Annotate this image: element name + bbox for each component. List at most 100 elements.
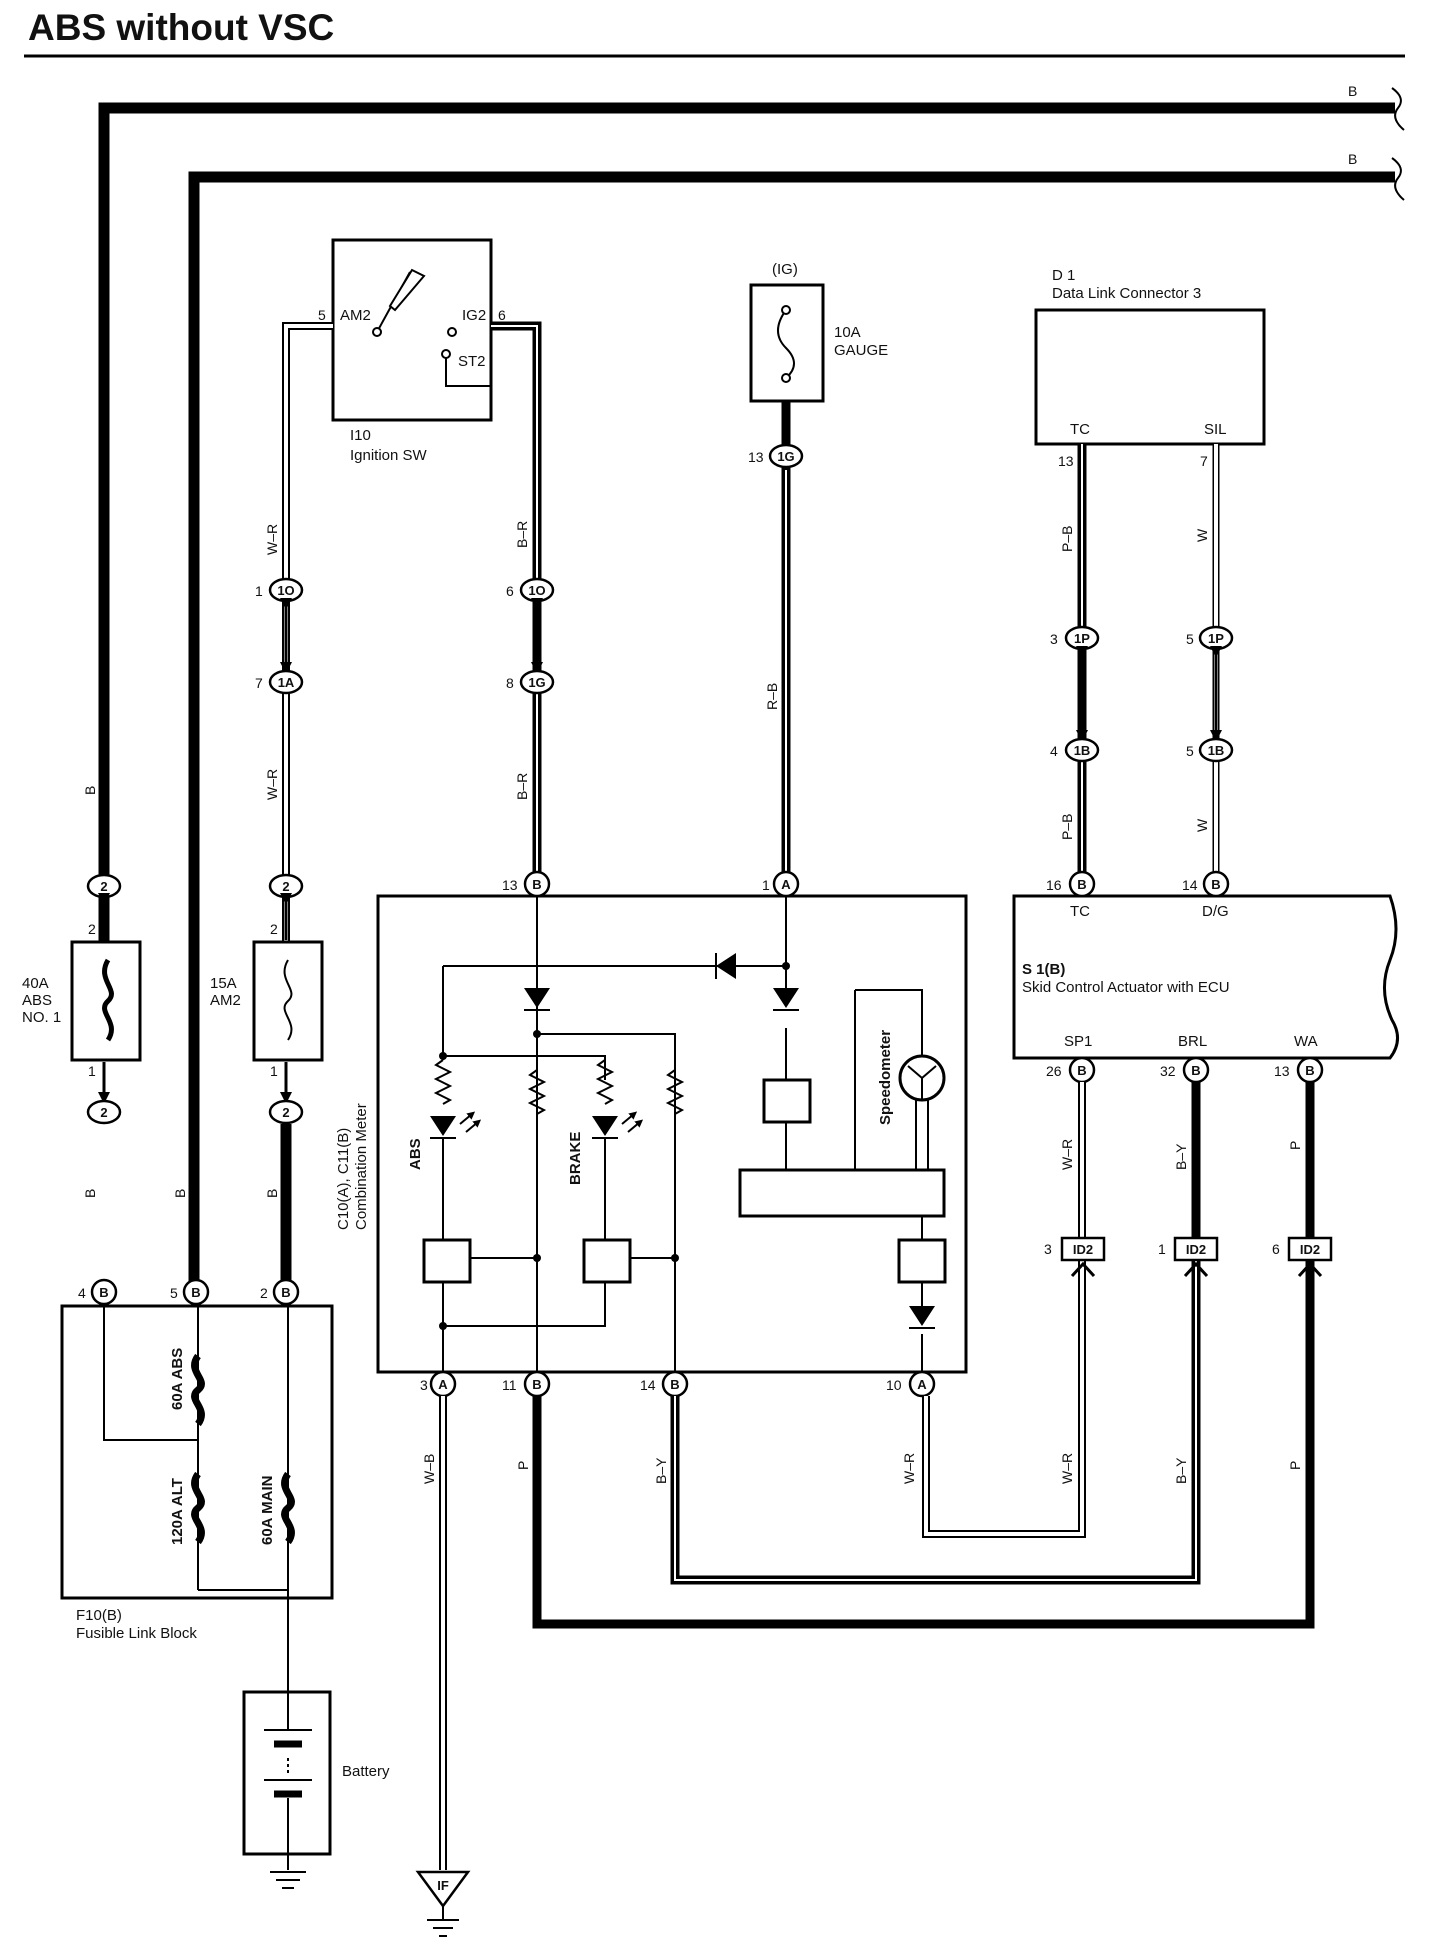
svg-text:ID2: ID2 (1073, 1242, 1093, 1257)
wire-label-b-r-1: B–R (514, 521, 530, 548)
pin-1o-br: 6 (506, 583, 514, 599)
bus-wire-1 (98, 87, 1405, 1030)
svg-text:A: A (438, 1377, 448, 1392)
id2-pin-3: 3 (1044, 1241, 1052, 1257)
ignition-pin-ig2: 6 (498, 307, 506, 323)
actuator-pin-13: 13 (1274, 1063, 1290, 1079)
ignition-st2-label: ST2 (458, 353, 486, 370)
svg-text:2: 2 (100, 879, 107, 894)
connector-1p-w: 1P (1198, 625, 1234, 651)
actuator-pin-32: 32 (1160, 1063, 1176, 1079)
actuator-tc-label: TC (1070, 903, 1090, 920)
svg-text:ID2: ID2 (1300, 1242, 1320, 1257)
wire-label-p-wa-bottom: P (1287, 1461, 1303, 1470)
svg-text:1A: 1A (278, 675, 295, 690)
pin-1p-w: 5 (1186, 631, 1194, 647)
id2-pin-1: 1 (1158, 1241, 1166, 1257)
am2-fuse-pin-bottom: 1 (270, 1063, 278, 1079)
meter-id: C10(A), C11(B) (335, 1128, 352, 1230)
actuator-connector-32: B (1182, 1056, 1210, 1084)
ground-point-if: IF (415, 1870, 471, 1909)
resistor-icon (433, 1059, 453, 1105)
connector-id2-sp1: ID2 (1060, 1236, 1106, 1278)
pin-1g-br: 8 (506, 675, 514, 691)
pin-1g-rb: 13 (748, 449, 764, 465)
actuator-connector-13: B (1296, 1056, 1324, 1084)
wire-label-b-y-brl-bottom: B–Y (1173, 1457, 1189, 1484)
svg-text:B: B (191, 1285, 200, 1300)
meter-pin-13: 13 (502, 877, 518, 893)
connector-1g-br: 1G (519, 669, 555, 695)
wire-label-p-b-1: P–B (1059, 526, 1075, 552)
wire-w-r-am2 (282, 322, 333, 1020)
meter-name: Combination Meter (353, 1103, 370, 1230)
meter-regulator-block (762, 1078, 812, 1124)
flb-pin-5: 5 (170, 1285, 178, 1301)
svg-text:B: B (1211, 877, 1220, 892)
meter-connector-3: A (429, 1370, 457, 1398)
svg-text:B: B (1077, 877, 1086, 892)
meter-pin-1: 1 (762, 877, 770, 893)
page-title: ABS without VSC (28, 7, 334, 48)
meter-pin-14: 14 (640, 1377, 656, 1393)
pin-1a-wr: 7 (255, 675, 263, 691)
wire-label-w-r-2: W–R (264, 769, 280, 800)
connector-2-am2-top: 2 (268, 873, 304, 899)
gauge-fuse-element (777, 309, 795, 379)
gauge-fuse-supply: (IG) (772, 261, 798, 278)
meter-abs-label: ABS (407, 1138, 424, 1170)
svg-text:1O: 1O (528, 583, 545, 598)
actuator-pin-26: 26 (1046, 1063, 1062, 1079)
actuator-sp1-label: SP1 (1064, 1033, 1092, 1050)
wire-b-r-ig2 (491, 321, 542, 880)
flb-fuse3-label: 60A MAIN (259, 1476, 276, 1545)
am2-fuse-pin-top: 2 (270, 921, 278, 937)
svg-text:B: B (532, 1377, 541, 1392)
dlc-box (1034, 308, 1266, 446)
wire-label-w-2: W (1194, 818, 1210, 832)
svg-text:IF: IF (437, 1878, 449, 1893)
battery-label: Battery (342, 1763, 390, 1780)
bus-wire-label-1: B (1348, 83, 1357, 99)
flb-connector-2: B (272, 1278, 300, 1306)
svg-text:1G: 1G (777, 449, 794, 464)
fuse-abs-name: ABS (22, 992, 52, 1009)
dlc-tc-label: TC (1070, 421, 1090, 438)
meter-pin-3: 3 (420, 1377, 428, 1393)
svg-text:B: B (99, 1285, 108, 1300)
id2-pin-6: 6 (1272, 1241, 1280, 1257)
meter-connector-11: B (523, 1370, 551, 1398)
pin-1b-pb: 4 (1050, 743, 1058, 759)
actuator-name: Skid Control Actuator with ECU (1022, 979, 1230, 996)
actuator-dg-label: D/G (1202, 903, 1229, 920)
fuse-abs-rating: 40A (22, 975, 49, 992)
wire-label-b-3: B (172, 1189, 188, 1198)
flb-pin-4: 4 (78, 1285, 86, 1301)
meter-connector-1: A (772, 870, 800, 898)
ignition-switch-lever (388, 268, 426, 312)
actuator-connector-26: B (1068, 1056, 1096, 1084)
connector-2-am2-bottom: 2 (268, 1099, 304, 1125)
speed-signal-block (897, 1238, 947, 1284)
ground-icon (427, 1906, 459, 1937)
combination-meter-box (376, 894, 968, 1374)
connector-1o-wr: 1O (268, 577, 304, 603)
svg-text:1P: 1P (1074, 631, 1090, 646)
connector-1b-w: 1B (1198, 737, 1234, 763)
svg-text:B: B (670, 1377, 679, 1392)
actuator-pin-14: 14 (1182, 877, 1198, 893)
meter-connector-13: B (523, 870, 551, 898)
battery-ground-icon (270, 1871, 306, 1889)
fuse-15a-element (283, 959, 293, 1041)
dlc-id: D 1 (1052, 267, 1075, 284)
wire-label-r-b: R–B (764, 683, 780, 710)
svg-text:1O: 1O (277, 583, 294, 598)
resistor-icon (527, 1069, 547, 1115)
pin-1b-w: 5 (1186, 743, 1194, 759)
bus-wire-2 (188, 157, 1405, 1288)
wire-b-y-brl (670, 1082, 1201, 1585)
meter-processor-block (738, 1168, 946, 1218)
flb-id: F10(B) (76, 1607, 122, 1624)
speedometer-gauge-icon (898, 1054, 946, 1102)
